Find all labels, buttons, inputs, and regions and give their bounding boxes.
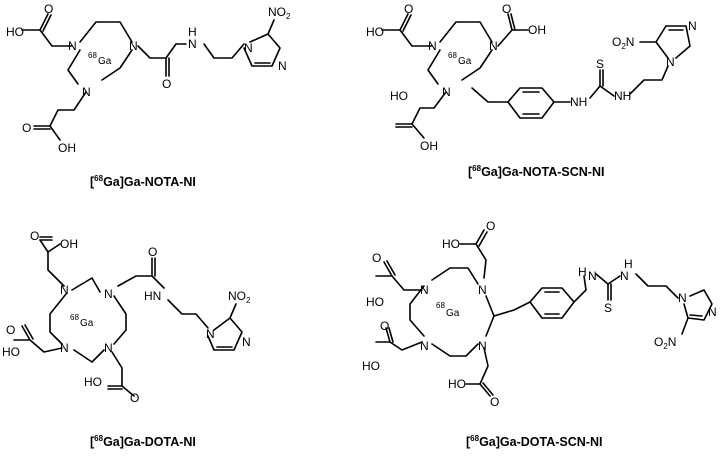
atom-s: S (596, 57, 604, 71)
atom-n: N (82, 85, 91, 99)
atom-n: N (242, 335, 251, 349)
atom-n: N (478, 339, 487, 353)
atom-n: N (60, 341, 69, 355)
caption-nota-scn-ni: [68Ga]Ga-NOTA-SCN-NI (468, 164, 604, 179)
atom-n: N (620, 269, 629, 283)
caption-dota-ni: [68Ga]Ga-DOTA-NI (90, 434, 196, 449)
atom-ho: HO (448, 377, 466, 391)
atom-n: N (104, 341, 113, 355)
atom-n: N (420, 339, 429, 353)
structure-nota-scn-ni: N N N 68 Ga HO O OH O HO OH NH S NH N N … (366, 2, 697, 153)
atom-n: N (588, 269, 597, 283)
caption-nota-ni: [68Ga]Ga-NOTA-NI (90, 174, 196, 189)
ga-isotope: 68 (70, 313, 79, 322)
atom-ho: HO (390, 89, 408, 103)
ga-atom: Ga (458, 56, 472, 67)
atom-n: N (666, 55, 675, 69)
structure-dota-ni: N N N N 68 Ga O OH O HO HO O O HN N N NO… (2, 229, 251, 405)
atom-o: O (130, 391, 139, 405)
atom-n: N (60, 283, 69, 297)
atom-n: N (688, 19, 697, 33)
ga-isotope: 68 (436, 301, 445, 310)
atom-oh: HO (366, 25, 384, 39)
atom-o: O (148, 245, 157, 259)
structure-dota-scn-ni: N N N N 68 Ga O HO HO O O HO HO O H N S … (362, 219, 717, 409)
atom-oh: HO (84, 375, 102, 389)
atom-h: H (624, 257, 633, 271)
atom-o: O (22, 121, 31, 135)
atom-ho: HO (442, 237, 460, 251)
atom-oh: OH (60, 237, 78, 251)
atom-ho: HO (2, 345, 20, 359)
atom-ho: HO (362, 359, 380, 373)
ga-atom: Ga (80, 318, 94, 329)
atom-hn: HN (144, 289, 161, 303)
atom-n: N (708, 305, 717, 319)
atom-nh: NH (614, 89, 631, 103)
atom-oh: OH (420, 139, 438, 153)
atom-o: O (162, 77, 171, 91)
caption-dota-scn-ni: [68Ga]Ga-DOTA-SCN-NI (466, 434, 602, 449)
atom-o: O (490, 395, 499, 409)
ga-isotope: 68 (88, 51, 97, 60)
atom-ho: HO (366, 295, 384, 309)
atom-s: S (604, 301, 612, 315)
atom-n: N (188, 37, 197, 51)
atom-o: O (502, 2, 511, 16)
atom-n: N (244, 41, 253, 55)
atom-o: O (44, 2, 53, 16)
ga-atom: Ga (446, 308, 460, 319)
atom-n: N (442, 85, 451, 99)
atom-h: H (188, 25, 197, 39)
atom-n: N (68, 39, 77, 53)
atom-n: N (420, 283, 429, 297)
atom-n: N (278, 59, 287, 73)
atom-n: N (129, 39, 138, 53)
structure-nota-ni: N N N 68 Ga HO O OH O O N H N N NO2 (6, 2, 291, 155)
atom-o: O (30, 229, 39, 243)
atom-n: N (104, 287, 113, 301)
atom-n: N (428, 39, 437, 53)
nitro-group: O2N (654, 335, 676, 351)
atom-o: O (486, 219, 495, 233)
atom-n: N (206, 327, 215, 341)
atom-oh: OH (528, 23, 546, 37)
atom-oh: OH (58, 141, 76, 155)
ga-atom: Ga (98, 56, 112, 67)
atom-n: N (478, 283, 487, 297)
nitro-group: O2N (612, 35, 634, 51)
atom-o: O (6, 323, 15, 337)
atom-n: N (489, 39, 498, 53)
ga-isotope: 68 (448, 51, 457, 60)
atom-o: O (404, 2, 413, 16)
atom-h: H (578, 265, 587, 279)
atom-nh: NH (570, 95, 587, 109)
nitro-group: NO2 (228, 289, 251, 305)
atom-o: O (380, 319, 389, 333)
atom-oh: HO (6, 25, 24, 39)
atom-n: N (678, 291, 687, 305)
atom-o: O (372, 251, 381, 265)
nitro-group: NO2 (268, 5, 291, 21)
